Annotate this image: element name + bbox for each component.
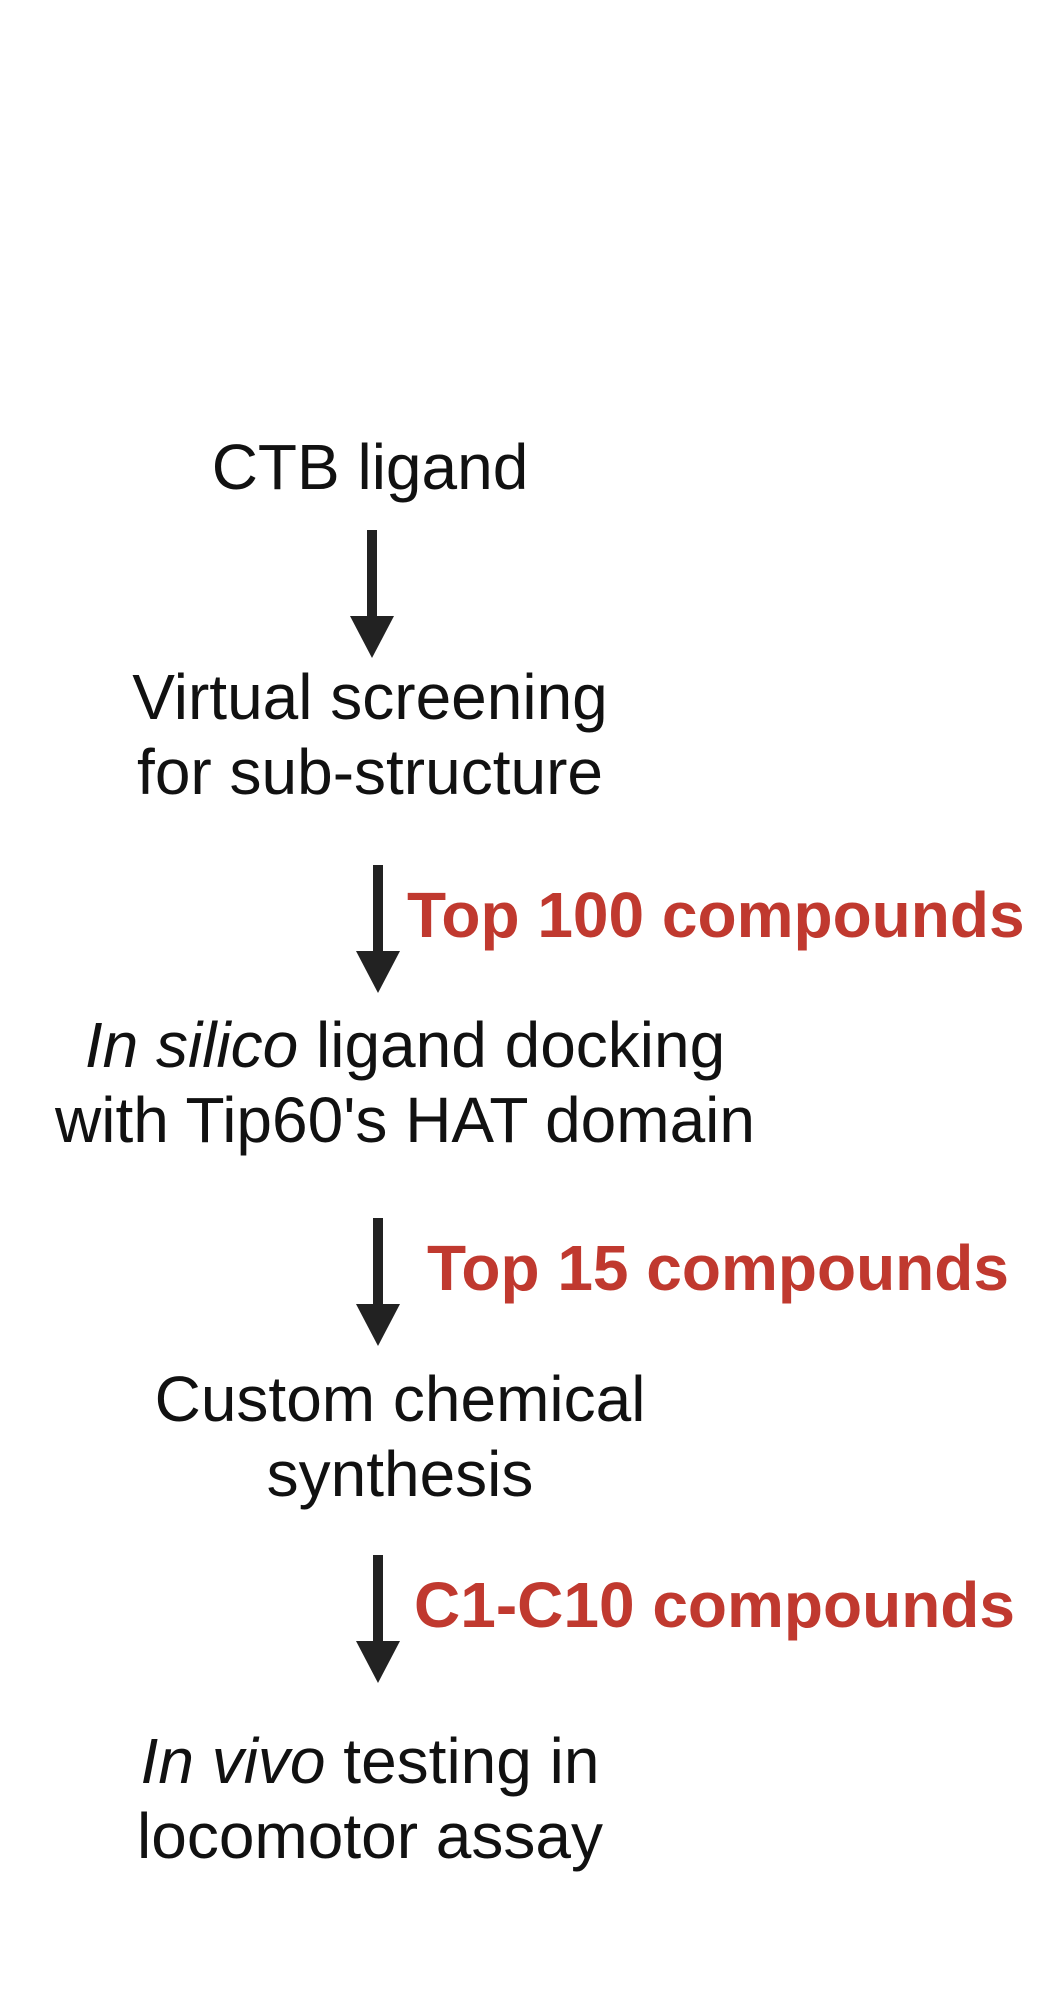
step-in-silico-line2: with Tip60's HAT domain [55,1084,755,1156]
step-in-vivo-line1: In vivo testing in [100,1724,640,1799]
arrow-2 [356,865,400,995]
step-custom-synthesis-line2: synthesis [266,1438,534,1510]
step-virtual-screening-line1: Virtual screening [132,661,608,733]
step-in-silico-line1: In silico ligand docking [20,1008,790,1083]
step-in-silico-docking: In silico ligand docking with Tip60's HA… [20,1008,790,1158]
arrow-1 [350,530,394,660]
edge-label-top-100: Top 100 compounds [407,879,1025,951]
step-in-silico-rest: ligand docking [298,1009,726,1081]
arrow-3-shaft [373,1218,383,1306]
step-in-vivo-rest: testing in [325,1725,600,1797]
step-virtual-screening-line2: for sub-structure [137,736,603,808]
arrow-4 [356,1555,400,1685]
arrow-4-head [356,1641,400,1683]
step-in-vivo-line2: locomotor assay [137,1800,603,1872]
step-in-vivo-testing: In vivo testing in locomotor assay [100,1724,640,1874]
arrow-1-head [350,616,394,658]
arrow-3 [356,1218,400,1348]
arrow-2-shaft [373,865,383,953]
edge-label-c1-c10: C1-C10 compounds [414,1569,1015,1641]
edge-label-top-15: Top 15 compounds [427,1232,1009,1304]
step-custom-synthesis-line1: Custom chemical [154,1363,646,1435]
step-in-vivo-italic: In vivo [140,1725,326,1797]
arrow-4-shaft [373,1555,383,1643]
arrow-3-head [356,1304,400,1346]
step-virtual-screening: Virtual screening for sub-structure [100,660,640,810]
step-ctb-ligand: CTB ligand [160,430,580,505]
step-ctb-ligand-text: CTB ligand [211,431,529,503]
arrow-1-shaft [367,530,377,618]
step-in-silico-italic: In silico [84,1009,299,1081]
arrow-2-head [356,951,400,993]
step-custom-synthesis: Custom chemical synthesis [120,1362,680,1512]
